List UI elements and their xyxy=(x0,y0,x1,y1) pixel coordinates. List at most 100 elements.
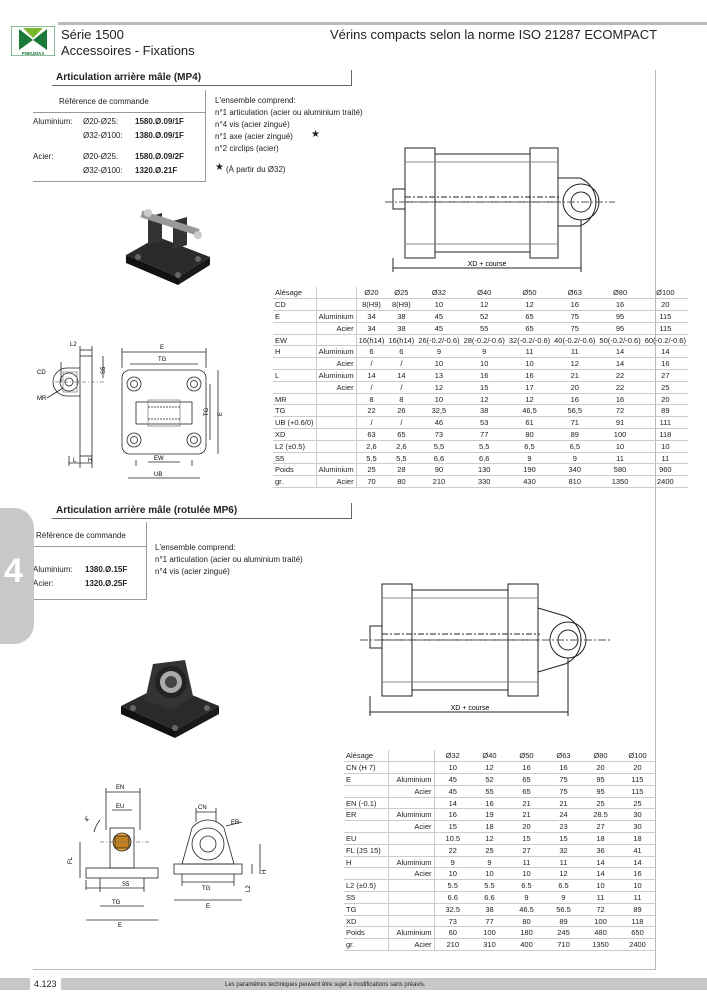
table-cell: 12 xyxy=(471,832,508,845)
mp4-note: (À partir du Ø32) xyxy=(226,165,286,174)
table-cell: 65 xyxy=(508,773,545,786)
table-cell: 80 xyxy=(508,915,545,928)
table-cell: 14 xyxy=(582,867,619,881)
table-cell: 9 xyxy=(508,891,545,904)
table-cell: 16 xyxy=(471,797,508,810)
table-cell: 100 xyxy=(471,926,508,940)
table-cell: 52 xyxy=(471,773,508,786)
table-cell: 5,5 xyxy=(386,452,417,465)
table-cell: 10 xyxy=(619,879,656,893)
mp6-label-eu: EU xyxy=(116,804,124,810)
mp6-label-cn: CN xyxy=(198,805,207,811)
table-cell: 210 xyxy=(416,475,462,489)
footer-notice: Les paramètres techniques peuvent être s… xyxy=(225,982,426,988)
table-cell: 210 xyxy=(434,938,471,952)
row-label xyxy=(344,820,389,834)
table-cell: 20 xyxy=(508,820,545,834)
table-cell: 77 xyxy=(461,428,507,441)
table-cell: 115 xyxy=(619,785,656,798)
table-cell: 5,5 xyxy=(416,440,462,453)
table-cell: 70 xyxy=(356,475,387,489)
table-cell: 21 xyxy=(545,797,582,810)
row-sublabel: Aluminium xyxy=(316,310,357,323)
table-cell: 46,5 xyxy=(506,404,553,418)
product-title: Vérins compacts selon la norme ISO 21287… xyxy=(330,27,658,42)
table-cell: 65 xyxy=(386,428,417,441)
table-cell: 63 xyxy=(356,428,387,441)
mp4-side-view: L2 CD S5 MR L H xyxy=(37,342,107,468)
row-label: H xyxy=(344,856,389,869)
pneumax-logo: PNEUMAX xyxy=(10,25,56,57)
table-cell: 75 xyxy=(545,773,582,786)
row-sublabel xyxy=(388,761,435,775)
row-sublabel xyxy=(388,797,435,810)
table-cell: / xyxy=(386,381,417,394)
mp4-label-e: E xyxy=(160,345,164,351)
table-cell: 46.5 xyxy=(508,903,545,916)
row-sublabel: Aluminium xyxy=(388,773,435,786)
table-cell: Ø63 xyxy=(552,287,598,300)
mp4-ref-range-2: Ø32-Ø100: xyxy=(83,131,123,140)
table-cell: 11 xyxy=(506,345,553,359)
table-cell: 16 xyxy=(461,369,507,382)
row-label: MR xyxy=(273,393,317,406)
table-cell: 480 xyxy=(582,926,619,940)
mp4-label-ub: UB xyxy=(154,472,162,478)
row-label: gr. xyxy=(344,938,389,952)
row-label: L2 (±0.5) xyxy=(273,440,317,453)
table-cell: 19 xyxy=(471,808,508,822)
table-cell: 95 xyxy=(597,310,643,323)
row-label: L2 (±0.5) xyxy=(344,879,389,893)
table-cell: 10 xyxy=(597,440,643,453)
table-cell: 2,6 xyxy=(386,440,417,453)
row-sublabel xyxy=(316,416,357,430)
table-cell: 10 xyxy=(416,357,462,371)
mp6-ref-mat-1: Aluminium: xyxy=(33,565,73,574)
mp4-section-title: Articulation arrière mâle (MP4) xyxy=(52,70,352,86)
mp4-label-tg-v: TG xyxy=(204,407,210,416)
table-cell: 32,5 xyxy=(416,404,462,418)
table-cell: 12 xyxy=(545,867,582,881)
table-cell: 8(H9) xyxy=(386,298,417,312)
table-cell: 6,5 xyxy=(552,440,598,453)
table-cell: 6 xyxy=(356,345,387,359)
star-icon: ★ xyxy=(215,162,224,173)
table-cell: 28 xyxy=(386,463,417,477)
table-cell: 34 xyxy=(356,322,387,335)
table-cell: 11 xyxy=(642,452,688,465)
row-sublabel: Aluminium xyxy=(388,808,435,822)
table-cell: 27 xyxy=(508,844,545,857)
table-cell: 10 xyxy=(416,298,462,312)
table-cell: 10 xyxy=(471,867,508,881)
table-cell: 100 xyxy=(582,915,619,928)
table-cell: 89 xyxy=(545,915,582,928)
table-cell: 15 xyxy=(461,381,507,394)
row-label: Poids xyxy=(273,463,317,477)
mp4-ref-range-4: Ø32-Ø100: xyxy=(83,166,123,175)
table-cell: 25 xyxy=(582,797,619,810)
table-cell: 45 xyxy=(434,773,471,786)
table-cell: Ø63 xyxy=(545,750,582,763)
row-label: Alésage xyxy=(344,750,389,763)
table-cell: 2400 xyxy=(619,938,656,952)
table-cell: 16 xyxy=(552,393,598,406)
table-cell: 11 xyxy=(597,452,643,465)
row-sublabel xyxy=(388,750,435,763)
table-cell: 12 xyxy=(461,393,507,406)
table-cell: 12 xyxy=(461,298,507,312)
table-cell: 115 xyxy=(619,773,656,786)
table-cell: 20 xyxy=(619,761,656,775)
table-cell: 38 xyxy=(471,903,508,916)
table-cell: 10 xyxy=(434,761,471,775)
table-cell: 10 xyxy=(506,357,553,371)
table-cell: 14 xyxy=(619,856,656,869)
table-cell: 9 xyxy=(471,856,508,869)
row-label xyxy=(344,867,389,881)
table-cell: 26 xyxy=(386,404,417,418)
